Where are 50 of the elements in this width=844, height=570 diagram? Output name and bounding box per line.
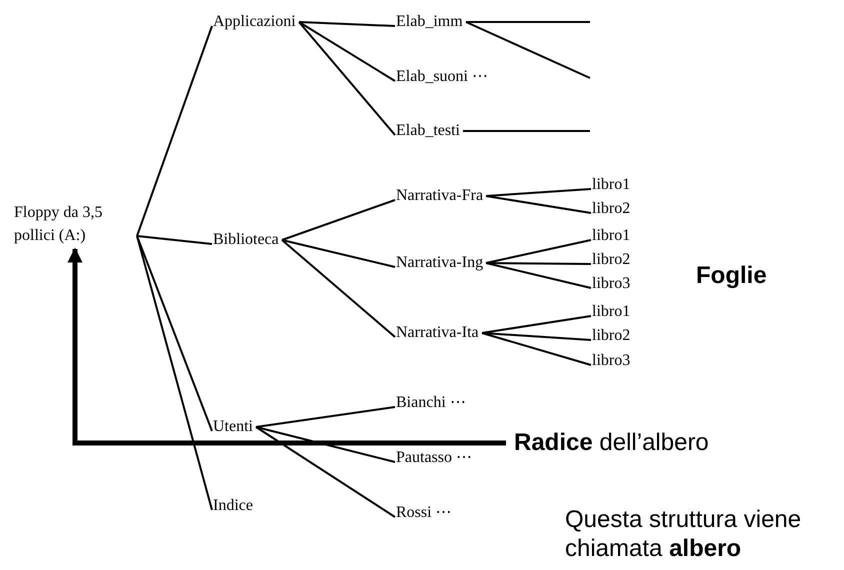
tree-item-text: libro2	[592, 199, 630, 219]
tree-item-text: Elab_testi	[396, 121, 460, 141]
tree-branch-line	[255, 426, 396, 518]
tree-item-text: libro3	[592, 351, 630, 371]
tree-branch-line	[136, 236, 213, 510]
tree-item-text: Applicazioni	[213, 12, 296, 32]
tree-branch-line	[466, 21, 590, 79]
tree-item-text: libro2	[592, 326, 630, 346]
tree-branch-line	[256, 426, 396, 463]
tree-branch-line	[281, 239, 396, 338]
callout-text: Radice dell’albero	[514, 429, 709, 457]
tree-branch-line	[298, 21, 396, 136]
tree-item-text: libro1	[592, 302, 630, 322]
tree-item-text: Floppy da 3,5 pollici (A:)	[14, 201, 134, 247]
tree-item-text: Narrativa-Fra	[396, 186, 484, 206]
tree-item-text: Bianchi ⋯	[396, 393, 466, 413]
tree-branch-line	[282, 199, 396, 241]
tree-item-text: Biblioteca	[213, 230, 279, 250]
tree-branch-line	[486, 262, 592, 265]
tree-item-text: Narrativa-Ing	[396, 253, 484, 273]
annotation-note: Questa struttura viene chiamata albero	[565, 505, 802, 563]
tree-branch-line	[486, 188, 592, 197]
tree-item-text: Rossi ⋯	[396, 503, 452, 523]
tree-branch-line	[282, 239, 396, 268]
tree-branch-line	[136, 235, 212, 245]
tree-item-text: libro2	[592, 250, 630, 270]
pointer-arrow	[68, 248, 506, 446]
tree-branch-line	[486, 239, 592, 264]
tree-item-text: libro1	[592, 226, 630, 246]
tree-branch-line	[256, 406, 396, 428]
tree-item-text: Indice	[213, 496, 253, 516]
tree-item-text: Narrativa-Ita	[396, 323, 479, 343]
tree-item-text: Elab_suoni ⋯	[396, 67, 488, 87]
tree-branch-line	[486, 262, 592, 289]
annotation-heading: Foglie	[696, 260, 767, 290]
tree-branch-line	[136, 236, 213, 432]
tree-branch-line	[486, 195, 592, 214]
tree-branch-line	[136, 26, 213, 236]
tree-branch-line	[298, 21, 396, 27]
tree-branch-line	[466, 21, 590, 23]
tree-item-text: Elab_imm	[396, 12, 463, 32]
tree-branch-line	[298, 21, 396, 82]
tree-branch-line	[463, 130, 590, 132]
tree-branch-line	[482, 315, 592, 334]
tree-branch-line	[482, 332, 592, 341]
tree-branch-line	[482, 332, 592, 366]
tree-item-text: libro3	[592, 274, 630, 294]
tree-item-text: Pautasso ⋯	[396, 448, 472, 468]
tree-item-text: libro1	[592, 175, 630, 195]
tree-item-text: Utenti	[213, 417, 253, 437]
